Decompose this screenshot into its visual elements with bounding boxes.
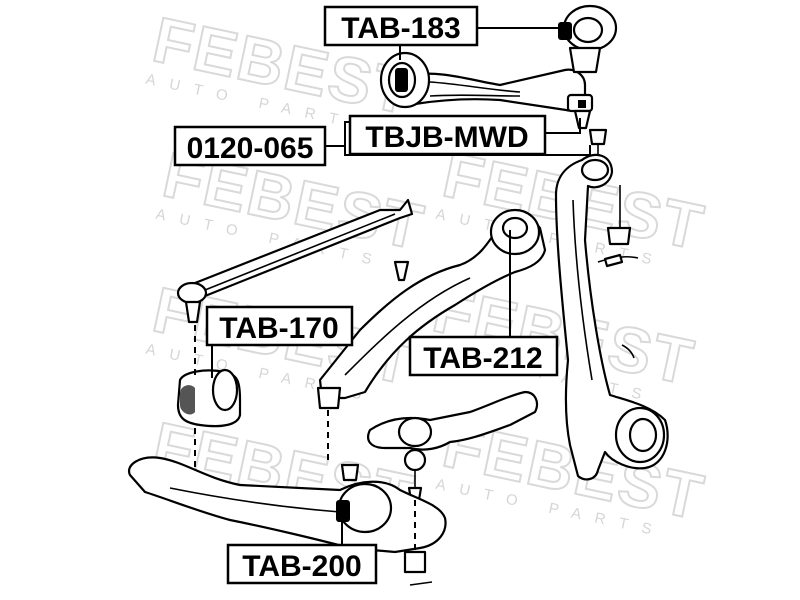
label-tab-183: TAB-183 <box>341 12 460 45</box>
lower-arm-tab-212 <box>316 208 547 410</box>
label-0120-065: 0120-065 <box>187 132 314 165</box>
part-label-tab-183: TAB-183 <box>323 5 479 47</box>
label-tab-200: TAB-200 <box>242 550 361 583</box>
part-label-tab-212: TAB-212 <box>408 335 559 377</box>
part-label-0120-065: 0120-065 <box>173 125 327 167</box>
label-tab-212: TAB-212 <box>423 342 542 375</box>
assembly-guide-lines <box>194 325 416 550</box>
label-tab-170: TAB-170 <box>219 312 338 345</box>
steering-knuckle <box>554 128 669 481</box>
upper-control-arm <box>379 4 618 130</box>
label-tbjb-mwd: TBJB-MWD <box>365 121 528 154</box>
part-label-tbjb-mwd: TBJB-MWD <box>348 114 547 156</box>
bushing-tab-170 <box>176 368 242 428</box>
lower-ball-joint <box>367 390 539 502</box>
part-label-tab-170: TAB-170 <box>205 305 354 347</box>
part-label-tab-200: TAB-200 <box>226 543 378 585</box>
lower-control-arm <box>127 456 447 586</box>
strut-rod <box>176 198 414 324</box>
